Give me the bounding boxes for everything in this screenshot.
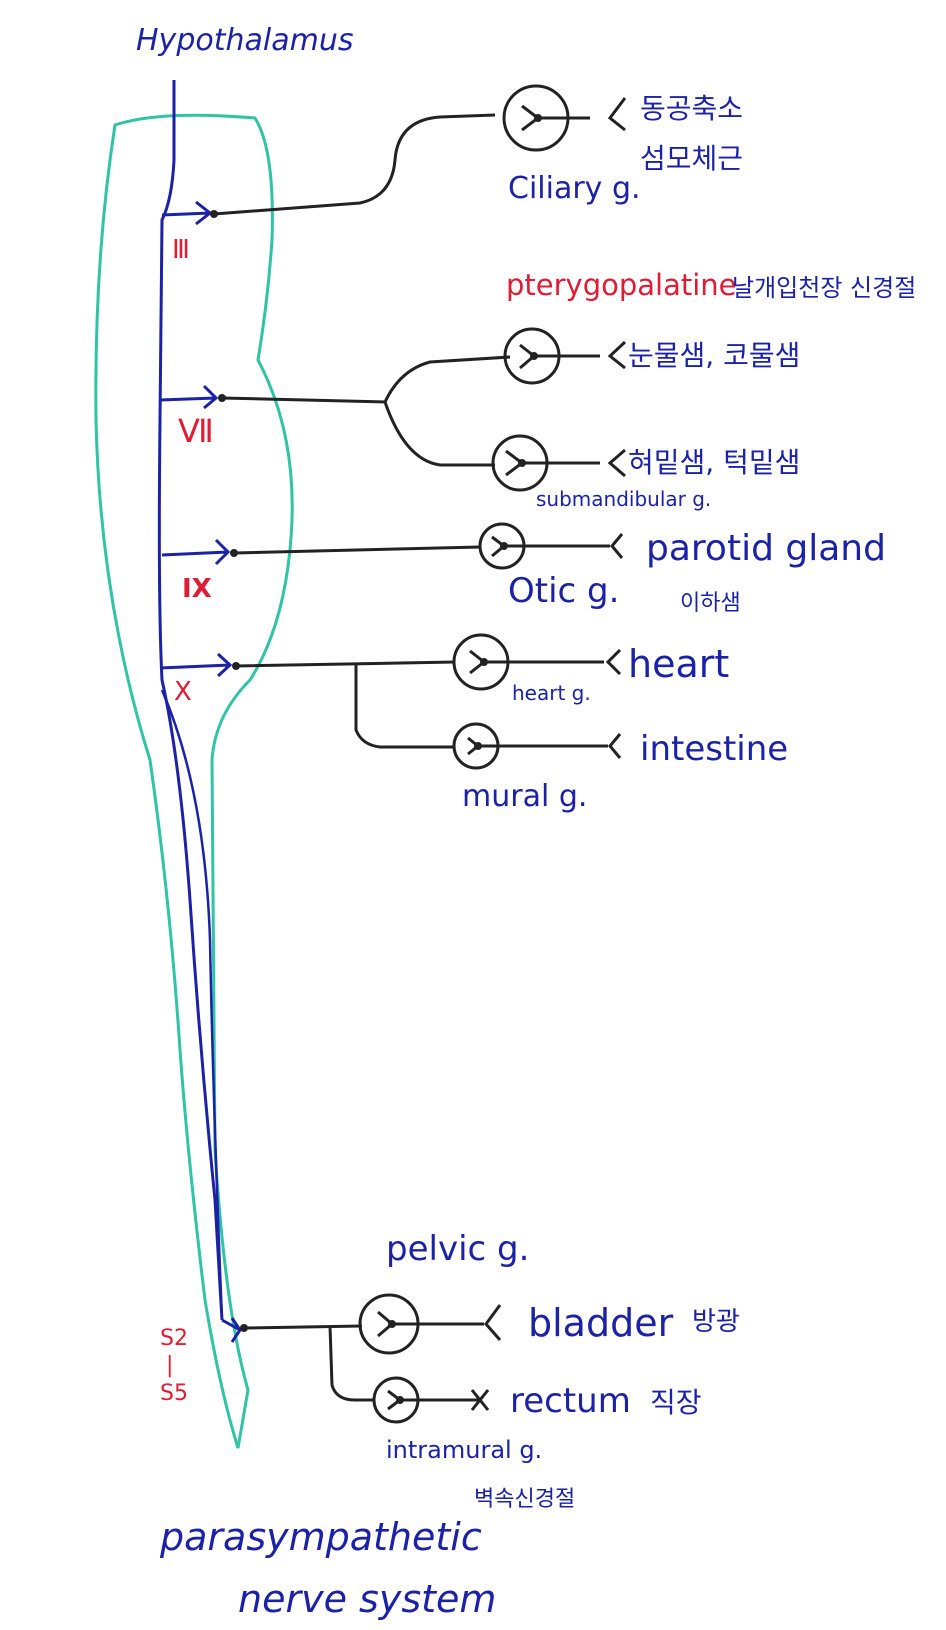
main-nerve-return	[160, 689, 224, 1321]
sacral-s2: S2	[160, 1326, 188, 1351]
otic-node	[500, 542, 508, 550]
mural-node	[474, 742, 482, 750]
footer-line-1: parasympathetic	[159, 1515, 482, 1559]
fiber-vii	[221, 355, 511, 467]
target-parotid: parotid gland	[646, 528, 886, 569]
heart-node	[480, 658, 488, 666]
node-iii	[210, 210, 218, 218]
label-ciliary-g: Ciliary g.	[508, 171, 641, 206]
mural-synapse	[467, 733, 622, 759]
spinal-cord-outline	[94, 113, 294, 1449]
target-sublingual: 혀밑샘, 턱밑샘	[628, 446, 800, 479]
label-intramural-g: intramural g.	[386, 1436, 542, 1464]
branch-x-blue	[159, 652, 233, 678]
roman-x: X	[174, 677, 192, 707]
fiber-sacral	[243, 1324, 375, 1402]
target-rectum: rectum	[510, 1381, 631, 1421]
otic-synapse	[491, 533, 624, 559]
intramural-node	[396, 1396, 404, 1404]
sacral-s5: S5	[160, 1381, 188, 1406]
target-rectum-kr: 직장	[650, 1386, 702, 1419]
ciliary-synapse	[521, 97, 627, 132]
ciliary-node	[534, 114, 542, 122]
branch-iii-blue	[161, 200, 213, 226]
label-heart-g: heart g.	[512, 681, 591, 705]
target-heart: heart	[628, 642, 729, 686]
main-nerve	[157, 80, 224, 1321]
fiber-iii	[213, 113, 496, 216]
label-intramural-kr: 벽속신경절	[474, 1487, 575, 1512]
title-hypothalamus: Hypothalamus	[136, 23, 353, 58]
heart-synapse	[469, 648, 622, 676]
label-pterygopalatine-kr: 날개입천장 신경절	[732, 274, 916, 302]
fiber-ix	[233, 545, 481, 555]
roman-ix: IX	[182, 574, 212, 604]
target-bladder-kr: 방광	[692, 1307, 740, 1337]
target-bladder: bladder	[528, 1301, 674, 1345]
label-submandibular-g: submandibular g.	[536, 487, 711, 511]
footer-line-2: nerve system	[238, 1577, 496, 1621]
submand-node	[518, 459, 526, 467]
sacral-bar: |	[166, 1353, 173, 1378]
target-lacrimal: 눈물샘, 코물샘	[628, 339, 800, 372]
branch-sacral-blue	[221, 1317, 242, 1343]
branch-ix-blue	[161, 538, 231, 566]
roman-vii: Ⅶ	[178, 412, 214, 450]
pterygo-node	[530, 352, 538, 360]
fiber-x	[235, 660, 456, 749]
label-pterygopalatine: pterygopalatine	[506, 268, 737, 302]
roman-iii: Ⅲ	[172, 235, 190, 265]
label-pelvic-g: pelvic g.	[386, 1229, 529, 1269]
branch-vii-blue	[159, 384, 219, 410]
target-ciliary-1: 동공축소	[640, 92, 743, 125]
pelvic-node	[388, 1320, 396, 1328]
target-intestine: intestine	[640, 729, 788, 769]
label-mural-g: mural g.	[462, 779, 587, 814]
target-parotid-kr: 이하샘	[680, 591, 741, 616]
label-otic-g: Otic g.	[508, 571, 619, 611]
pelvic-synapse	[377, 1304, 502, 1341]
target-ciliary-2: 섬모체근	[640, 142, 743, 175]
